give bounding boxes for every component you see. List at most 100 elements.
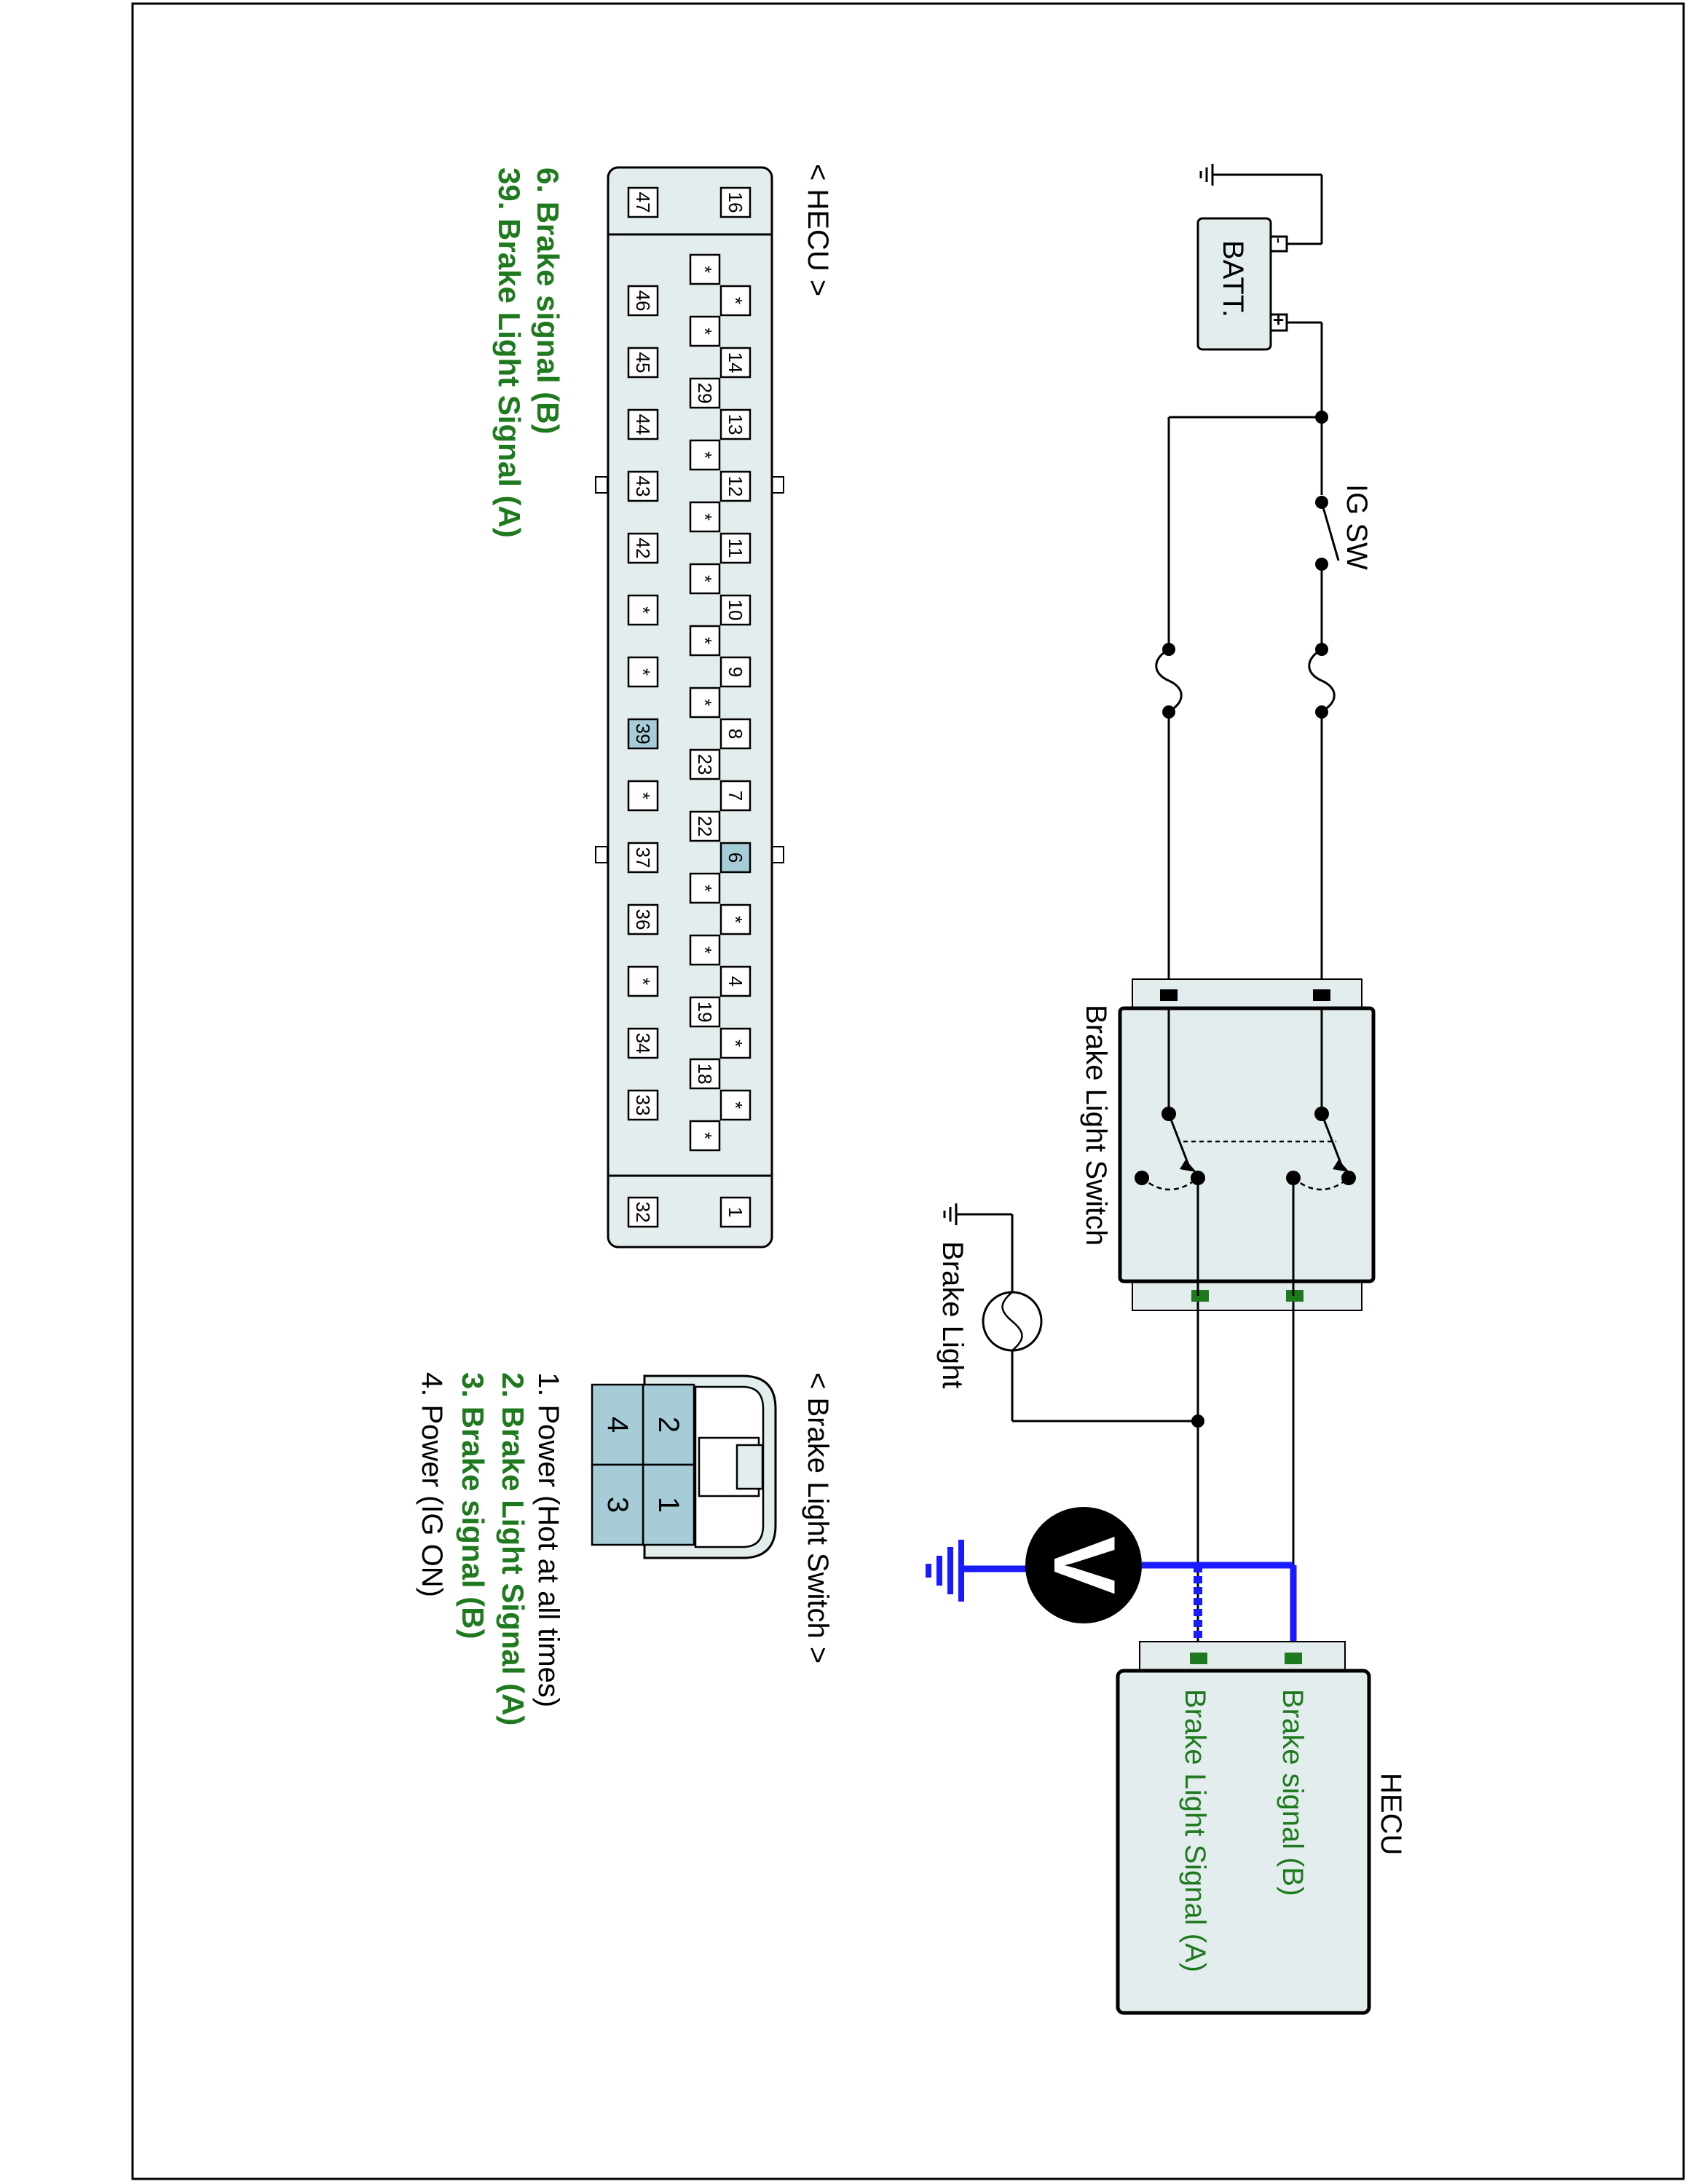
pin-label: 32	[632, 1202, 654, 1223]
connector-pin: 7	[719, 780, 752, 812]
pin-label: *	[694, 637, 716, 644]
battery-plus-label: +	[1268, 314, 1290, 325]
battery-icon	[1196, 217, 1322, 351]
connector-pin: 36	[627, 903, 659, 935]
battery-ground-icon	[1199, 164, 1323, 244]
brake-light-bulb-icon	[982, 1291, 1043, 1352]
pin-label: 18	[694, 1064, 716, 1085]
hecu-connector-view: < HECU > 16*14131211109876*4**1**29*****…	[492, 164, 834, 1249]
pin-label: *	[694, 699, 716, 706]
pin-label: *	[725, 297, 746, 304]
pin-label: *	[694, 328, 716, 335]
switch-connector-view: < Brake Light Switch > 2 1 4 3 1. Power (Ho…	[416, 1372, 834, 1725]
pin-label: 19	[694, 1002, 716, 1023]
connector-pin: 42	[627, 532, 659, 564]
pin-label: 46	[632, 290, 654, 312]
connector-pin: *	[719, 1089, 752, 1121]
connector-pin: *	[627, 656, 659, 688]
connector-pin: 43	[627, 470, 659, 502]
schematic: BATT. - + IG SW	[926, 164, 1407, 2015]
connector-pin: 6	[719, 842, 752, 874]
connector-pin: *	[719, 1027, 752, 1059]
fuse-icon-ig	[1308, 643, 1336, 719]
connector-pin: 3	[591, 1463, 644, 1546]
pin-label: 36	[632, 909, 654, 930]
connector-pin: *	[719, 285, 752, 317]
pin-label: 12	[725, 476, 746, 497]
connector-pin: 33	[627, 1089, 659, 1121]
pin-label: 14	[725, 352, 746, 373]
pin-label: 34	[632, 1033, 654, 1054]
pin-label: 37	[632, 847, 654, 869]
connector-pin: *	[689, 501, 721, 533]
connector-pin: 29	[689, 377, 721, 409]
pin-label: 42	[632, 538, 654, 559]
voltmeter-symbol: V	[1036, 1536, 1133, 1594]
pin-label: 9	[725, 667, 746, 677]
pin-label: *	[632, 978, 654, 985]
connector-pin: *	[689, 439, 721, 471]
connector-pin: 18	[689, 1058, 721, 1090]
pin-label: 45	[632, 352, 654, 373]
connector-pin: *	[627, 965, 659, 997]
voltmeter-ground-icon	[926, 1540, 964, 1602]
switch-connector-title: < Brake Light Switch >	[802, 1372, 834, 1663]
connector-pin: 1	[642, 1463, 695, 1546]
pin-label: 6	[725, 852, 746, 863]
brake-light-switch-label: Brake Light Switch	[1080, 1005, 1112, 1246]
connector-pin: 22	[689, 810, 721, 842]
pin-label: 29	[694, 383, 716, 404]
connector-pin: 44	[627, 408, 659, 440]
pin-label: 2	[652, 1417, 685, 1433]
connector-pin: 32	[627, 1196, 659, 1228]
pin-label: *	[694, 946, 716, 954]
switch-legend-3: 3. Brake signal (B)	[456, 1372, 490, 1639]
connector-pin: 37	[627, 842, 659, 874]
hecu-component	[1116, 1641, 1371, 2015]
connector-pin: 4	[591, 1383, 644, 1466]
pin-label: 10	[725, 600, 746, 621]
ig-switch-icon	[1315, 496, 1340, 571]
pin-label: 4	[602, 1417, 634, 1433]
hecu-signal-a-label: Brake Light Signal (A)	[1179, 1689, 1211, 1972]
connector-pin: 4	[719, 965, 752, 997]
pin-label: 22	[694, 816, 716, 837]
pin-label: 44	[632, 414, 654, 435]
connector-pin: 47	[627, 186, 659, 218]
connector-pin: *	[689, 1120, 721, 1152]
pin-label: *	[694, 1132, 716, 1139]
ig-switch-label: IG SW	[1341, 484, 1373, 570]
connector-pin: *	[689, 872, 721, 904]
connector-pin: *	[689, 253, 721, 285]
hecu-signal-b-label: Brake signal (B)	[1277, 1689, 1309, 1896]
battery-minus-label: -	[1269, 237, 1290, 244]
connector-pin: *	[689, 934, 721, 966]
pin-label: *	[694, 575, 716, 582]
connector-pin: *	[627, 594, 659, 626]
hecu-legend-39: 39. Brake Light Signal (A)	[492, 167, 526, 538]
connector-pin: 45	[627, 347, 659, 379]
connector-pin: 12	[719, 470, 752, 502]
pin-label: 11	[725, 539, 746, 558]
connector-pin: 14	[719, 347, 752, 379]
switch-pin-grid: 2 1 4 3	[591, 1383, 695, 1546]
switch-legend-1: 1. Power (Hot at all times)	[532, 1372, 564, 1707]
page-frame	[131, 2, 1685, 2180]
junction-dot	[1315, 411, 1328, 424]
connector-pin: 39	[627, 718, 659, 750]
connector-pin: 34	[627, 1027, 659, 1059]
pin-label: 1	[652, 1497, 685, 1513]
connector-pin: 19	[689, 996, 721, 1028]
pin-label: 23	[694, 754, 716, 775]
connector-pin: 23	[689, 748, 721, 780]
pin-label: 39	[632, 724, 654, 745]
pin-label: 3	[602, 1497, 634, 1513]
pin-label: *	[632, 606, 654, 614]
hecu-label: HECU	[1375, 1773, 1407, 1855]
pin-label: 43	[632, 476, 654, 497]
connector-pin: 2	[642, 1383, 695, 1466]
pin-label: *	[725, 916, 746, 923]
voltmeter-icon	[1025, 1507, 1142, 1623]
pin-label: *	[694, 513, 716, 521]
hecu-pin-grid: 16*14131211109876*4**1**29*****2322**191…	[627, 186, 752, 1228]
